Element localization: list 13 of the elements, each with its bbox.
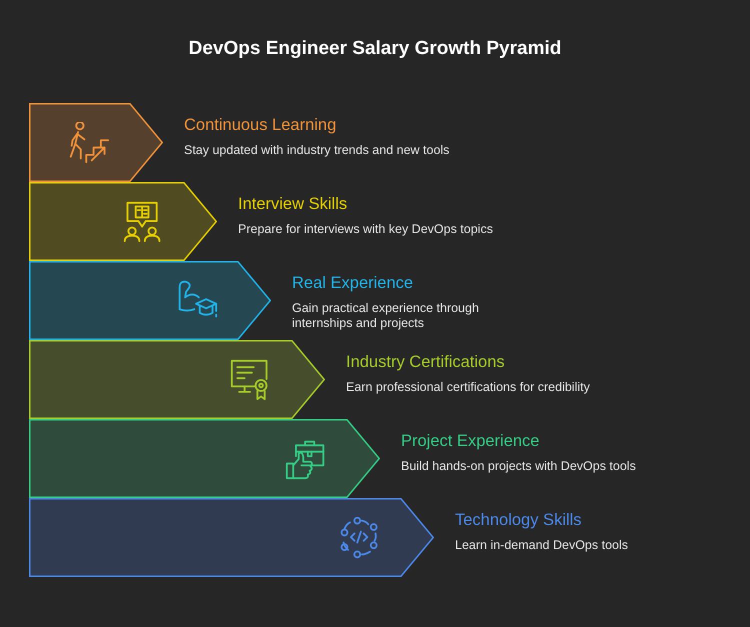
step-heading: Technology Skills (455, 510, 583, 530)
step-heading: Real Experience (292, 273, 414, 293)
step-heading: Industry Certifications (346, 352, 506, 372)
step-heading: Continuous Learning (184, 115, 338, 135)
step-description: Learn in-demand DevOps tools (455, 538, 628, 553)
step-description: Stay updated with industry trends and new tools (184, 143, 450, 158)
step-description: Build hands-on projects with DevOps tools (401, 459, 636, 474)
step-description: Earn professional certifications for credibility (346, 380, 590, 395)
step-heading: Interview Skills (238, 194, 348, 214)
step-description: Prepare for interviews with key DevOps topics (238, 222, 493, 237)
diagram-title: DevOps Engineer Salary Growth Pyramid (188, 38, 562, 59)
step-heading: Project Experience (401, 431, 540, 451)
step-description: Gain practical experience through internships and projects (292, 301, 480, 331)
